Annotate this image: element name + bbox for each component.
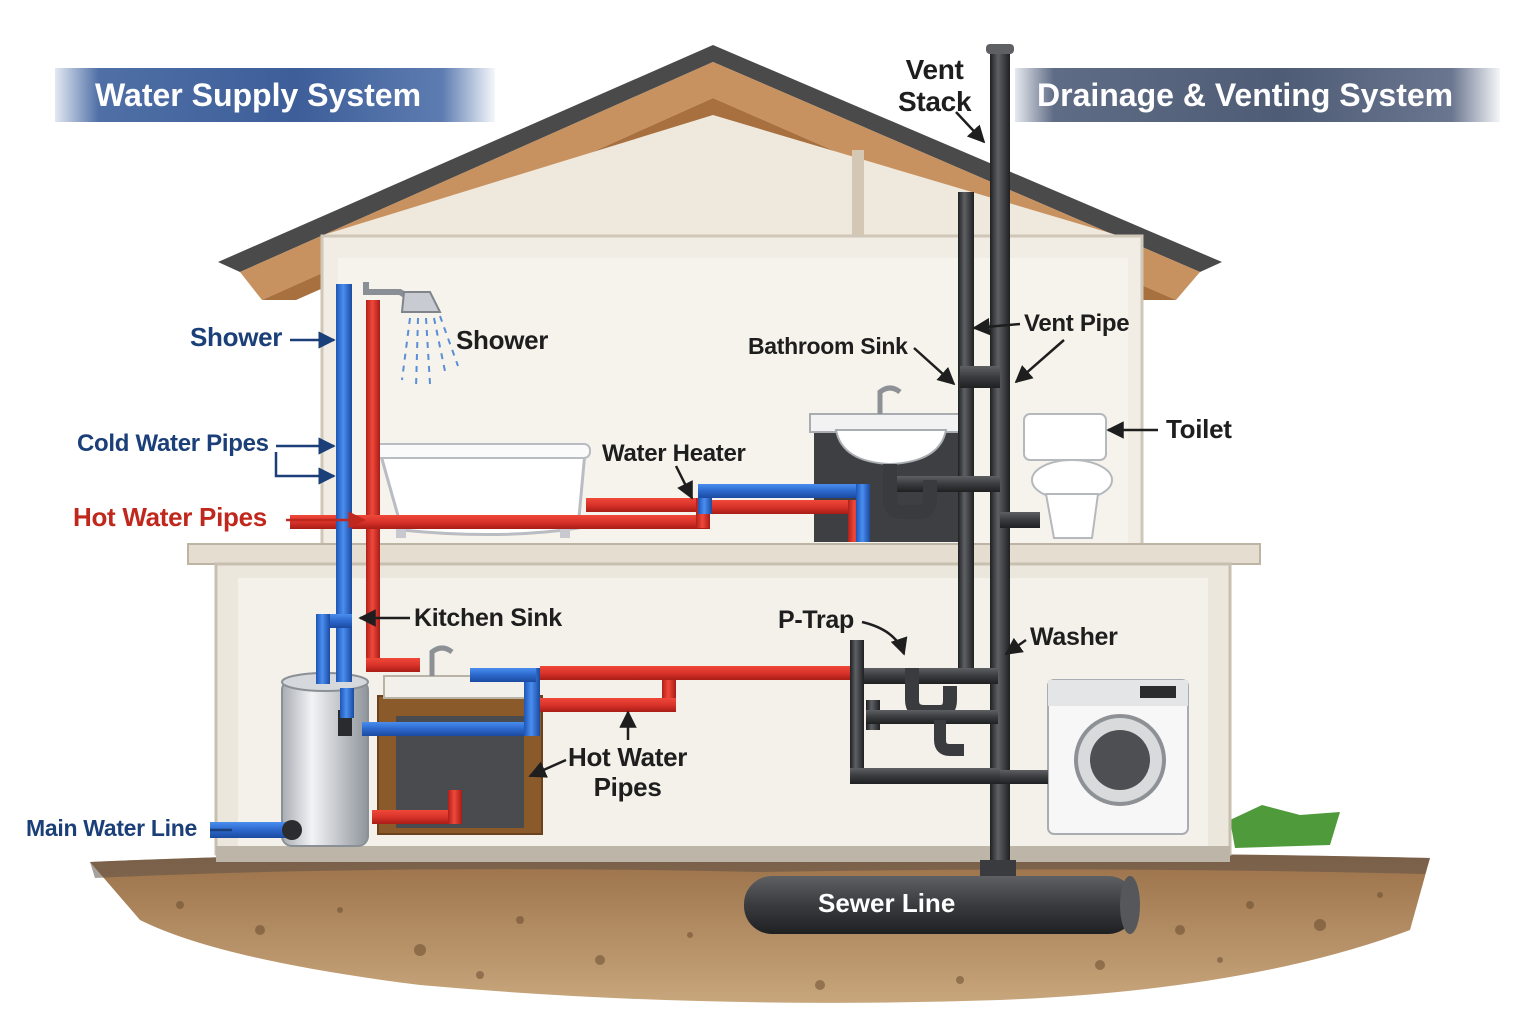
shower-left-label: Shower [190,322,283,352]
washer [1047,679,1189,835]
shower-head [363,282,459,389]
sewer-line-label: Sewer Line [818,888,956,918]
hot-water-pipes-lower-line1: Hot Water [568,742,688,772]
shower-label: Shower [456,325,549,355]
kitchen-sink-label: Kitchen Sink [414,604,562,632]
roof [218,45,1222,300]
leader-lines [210,111,1158,832]
drainage-title: Drainage & Venting System [1037,76,1454,113]
bathroom-sink-label: Bathroom Sink [748,333,908,359]
drainage-banner: Drainage & Venting System [1015,68,1500,122]
water-supply-banner: Water Supply System [55,68,495,122]
toilet [1023,413,1113,539]
cold-water-pipes-label: Cold Water Pipes [77,430,269,457]
hot-water-pipes-lower-label: Hot Water Pipes [568,742,687,802]
vent-stack-label: Vent Stack [898,54,972,118]
hot-water-pipes-left-label: Hot Water Pipes [73,502,267,532]
toilet-label: Toilet [1166,414,1232,444]
hot-water-pipes-lower-line2: Pipes [593,772,662,802]
hot-water-pipes [290,300,864,824]
vent-pipe-label: Vent Pipe [1024,310,1130,337]
main-water-line-label: Main Water Line [26,815,197,841]
p-trap-label: P-Trap [778,606,854,634]
bathtub [371,443,591,538]
vent-stack-label-line2: Stack [898,86,972,117]
vent-stack-label-line1: Vent [905,54,964,85]
water-heater [281,672,369,847]
washer-label: Washer [1030,623,1118,651]
water-supply-title: Water Supply System [95,76,422,113]
drain-vent-pipes [744,44,1140,934]
cold-water-pipes [210,284,870,840]
water-heater-label: Water Heater [602,440,746,467]
